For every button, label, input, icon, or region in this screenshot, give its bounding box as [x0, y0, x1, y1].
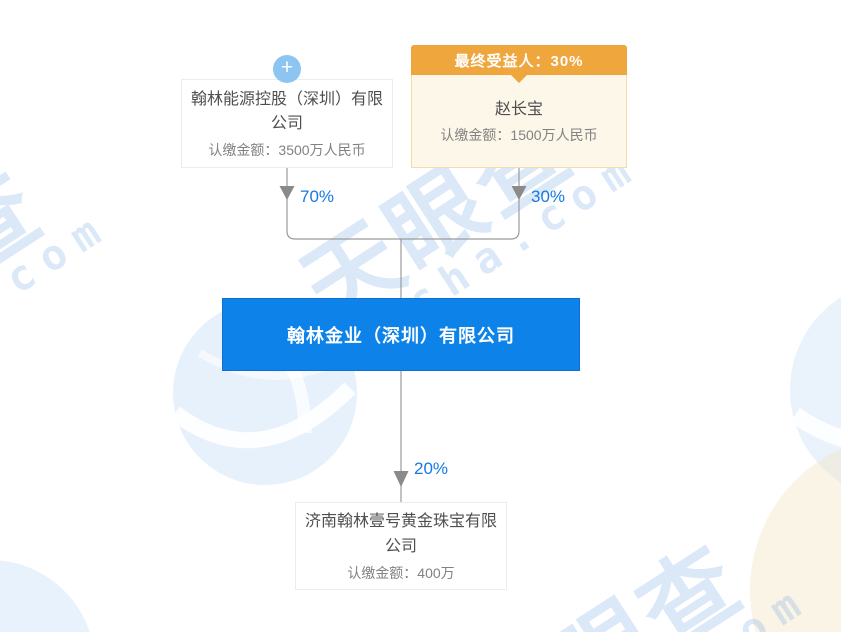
- beneficiary-person-name: 赵长宝: [494, 100, 543, 118]
- shareholder-company-name: 翰林能源控股（深圳）有限公司: [191, 90, 384, 133]
- focus-company-name: 翰林金业（深圳）有限公司: [287, 325, 515, 346]
- beneficiary-person-node[interactable]: 最终受益人：30% 赵长宝 认缴金额：1500万人民币: [411, 45, 627, 168]
- expand-plus-icon[interactable]: +: [273, 55, 301, 83]
- subsidiary-company-name: 济南翰林壹号黄金珠宝有限公司: [305, 513, 498, 555]
- beneficiary-body: 赵长宝 认缴金额：1500万人民币: [411, 75, 627, 168]
- edge-label-20-percent: 20%: [414, 459, 449, 478]
- arrowhead-down-icon: [511, 186, 527, 200]
- beneficiary-person-amount: 认缴金额：1500万人民币: [440, 127, 598, 144]
- shareholder-company-node[interactable]: 翰林能源控股（深圳）有限公司 认缴金额：3500万人民币: [181, 79, 393, 168]
- beneficiary-badge: 最终受益人：30%: [411, 45, 627, 83]
- edge-label-70-percent: 70%: [300, 187, 335, 206]
- focus-company-node[interactable]: 翰林金业（深圳）有限公司: [222, 298, 580, 371]
- edge-label-30-percent: 30%: [531, 187, 566, 206]
- beneficiary-badge-label: 最终受益人：30%: [454, 52, 584, 70]
- arrowhead-down-icon: [279, 186, 295, 200]
- subsidiary-company-node[interactable]: 济南翰林壹号黄金珠宝有限公司 认缴金额：400万: [295, 502, 507, 590]
- arrowhead-down-icon: [393, 471, 409, 487]
- shareholder-company-amount: 认缴金额：3500万人民币: [208, 142, 366, 159]
- badge-notch: [511, 75, 527, 83]
- subsidiary-company-amount: 认缴金额：400万: [347, 564, 455, 581]
